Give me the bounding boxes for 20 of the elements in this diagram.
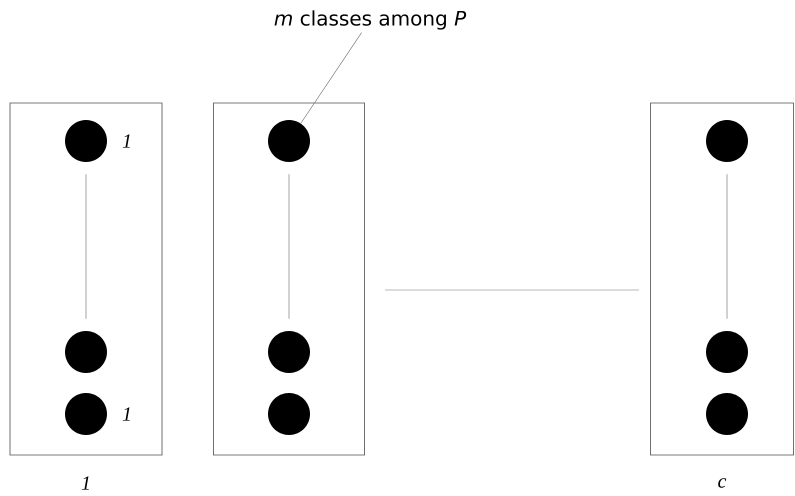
- dot: [65, 331, 107, 373]
- index-label: c: [718, 478, 726, 488]
- class-box: [10, 102, 162, 456]
- dot: [65, 120, 107, 162]
- index-label: 1: [122, 134, 130, 148]
- connector-line: [726, 174, 728, 320]
- index-label: 1: [82, 476, 89, 490]
- class-box: [213, 102, 365, 456]
- class-box: [650, 102, 794, 456]
- caption-text: m classes among P: [274, 10, 466, 30]
- dot: [706, 393, 748, 435]
- index-label: 1: [122, 407, 130, 421]
- dot: [706, 331, 748, 373]
- dot: [65, 393, 107, 435]
- dot: [706, 120, 748, 162]
- dot: [268, 393, 310, 435]
- dot: [268, 120, 310, 162]
- connector-line: [288, 174, 290, 320]
- leader-line: [300, 32, 362, 124]
- dot: [268, 331, 310, 373]
